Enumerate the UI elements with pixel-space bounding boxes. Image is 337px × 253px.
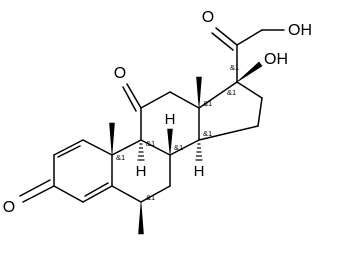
atom-h9: H: [136, 163, 147, 180]
atom-oh21: OH: [288, 22, 312, 39]
hash-c14-h: [195, 143, 203, 161]
atom-oh17: OH: [264, 51, 288, 68]
bond-c12-c13: [169, 91, 200, 109]
stereo-label-c10: &1: [116, 153, 125, 162]
hashed-bonds: [137, 143, 203, 161]
wedge-c13-methyl: [196, 76, 202, 109]
bond-c11-c12: [140, 91, 171, 109]
stereo-label-c14: &1: [203, 129, 212, 138]
bond-c1-c2-inner: [57, 145, 81, 158]
wedge-c17-oh: [236, 61, 263, 83]
bond-c20-c21: [236, 29, 263, 46]
atom-o3: O: [3, 199, 15, 216]
bond-c4-c5: [82, 185, 113, 203]
bond-c6-c7: [140, 185, 171, 203]
bond-c15-c14: [198, 125, 259, 141]
bond-c4-c5-inner: [84, 182, 109, 197]
bond-c3-c4: [53, 185, 84, 203]
bond-c9-c10: [111, 139, 142, 156]
bond-c20-o20-b: [211, 32, 234, 51]
hash-c9-h: [137, 143, 145, 161]
carbonyl-c11: [122, 83, 142, 112]
atom-o11: O: [114, 65, 126, 82]
bond-c3-o3-a: [22, 185, 55, 203]
wedge-c8-h: [167, 128, 173, 156]
atom-h8: H: [165, 111, 176, 128]
bond-c13-c17: [198, 81, 238, 109]
bond-c3-o3-b: [19, 179, 51, 197]
bond-c11-o11-a: [126, 83, 142, 109]
bond-c1-c2: [53, 139, 84, 156]
stereo-label-c17: &1: [227, 88, 236, 97]
atom-o20: O: [202, 9, 214, 26]
stereo-labels: &1 &1 &1 &1 &1 &1 &1 &1: [116, 63, 239, 202]
carbonyl-c3: [19, 179, 55, 203]
ring-b-bonds: [111, 139, 171, 203]
bond-c10-c1: [82, 139, 113, 156]
stereo-label-c17b: &1: [230, 63, 239, 72]
side-chain: [211, 27, 285, 83]
bond-c14-c8: [169, 139, 200, 156]
ring-c-bonds: [140, 91, 200, 156]
bond-c17-c16: [236, 81, 263, 99]
bond-c11-o11-b: [122, 86, 137, 112]
stereo-label-c8: &1: [174, 143, 183, 152]
bond-c20-o20-a: [215, 27, 238, 46]
ring-a-bonds: [53, 139, 113, 203]
bond-c16-c15: [257, 97, 263, 127]
ring-d-bonds: [198, 81, 263, 141]
wedge-c6-methyl: [138, 201, 144, 235]
bond-c8-c9: [140, 139, 171, 156]
stereo-label-c13: &1: [203, 99, 212, 108]
atom-h14: H: [194, 163, 205, 180]
bond-c5-c6: [111, 185, 142, 203]
atom-labels: O O O OH OH H H H: [3, 9, 312, 216]
wedge-bonds: [109, 61, 263, 235]
stereo-label-c9: &1: [146, 139, 155, 148]
wedge-c10-methyl: [109, 122, 115, 156]
stereo-label-c6: &1: [146, 193, 155, 202]
